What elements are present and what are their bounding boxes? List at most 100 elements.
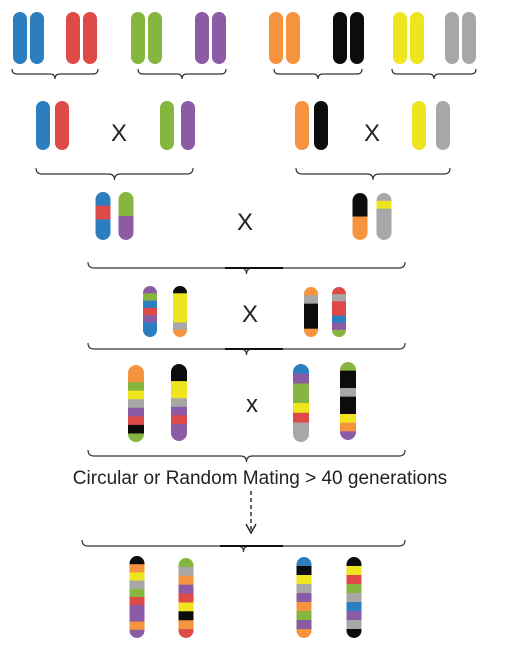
chromosome-band (143, 293, 157, 302)
chromosome-band (332, 329, 346, 337)
chromosome-band (304, 328, 318, 337)
chromosome-band (173, 307, 187, 316)
chromosome-band (173, 286, 187, 294)
chromosome-band (178, 584, 194, 595)
chromosome-band (346, 584, 362, 594)
chromosome-band (304, 287, 318, 296)
chromosome-band (376, 200, 392, 210)
curly-bracket (81, 539, 406, 553)
chromosome-band (332, 287, 346, 295)
chromosome-band (332, 322, 346, 331)
chromosome (286, 12, 300, 64)
chromosome-band (332, 308, 346, 317)
chromosome (178, 558, 194, 638)
chromosome (410, 12, 424, 64)
chromosome-band (118, 224, 134, 233)
chromosome (295, 101, 309, 150)
chromosome-band (269, 12, 283, 64)
chromosome-band (128, 416, 144, 426)
chromosome (393, 12, 407, 64)
chromosome (304, 287, 318, 337)
chromosome-band (171, 398, 187, 408)
chromosome-band (118, 208, 134, 217)
chromosome (352, 193, 368, 240)
chromosome-band (346, 566, 362, 576)
chromosome-band (129, 613, 145, 623)
chromosome-band (352, 193, 368, 202)
chromosome-band (143, 315, 157, 324)
chromosome-band (173, 322, 187, 331)
chromosome-band (340, 422, 356, 432)
chromosome-band (212, 12, 226, 64)
cross-symbol-3: X (237, 209, 253, 236)
chromosome-band (171, 389, 187, 399)
chromosome-band (296, 584, 312, 594)
chromosome-band (352, 224, 368, 233)
chromosome-band (346, 629, 362, 638)
chromosome-band (129, 629, 145, 638)
cross-symbol-2: X (364, 120, 380, 147)
chromosome-band (340, 396, 356, 406)
downward-arrow (245, 491, 257, 535)
chromosome-band (340, 405, 356, 415)
chromosome-band (293, 364, 309, 375)
chromosome (436, 101, 450, 150)
chromosome-band (293, 393, 309, 404)
chromosome (131, 12, 145, 64)
chromosome-band (376, 193, 392, 202)
curly-bracket (87, 449, 406, 463)
chromosome-band (178, 575, 194, 586)
chromosome-band (293, 403, 309, 414)
chromosome (30, 12, 44, 64)
chromosome-band (128, 433, 144, 442)
chromosome-band (83, 12, 97, 64)
chromosome-band (143, 307, 157, 316)
chromosome-band (95, 219, 111, 227)
chromosome-band (332, 301, 346, 310)
chromosome (412, 101, 426, 150)
chromosome (128, 365, 144, 442)
chromosome-band (36, 101, 50, 150)
chromosome-band (171, 415, 187, 425)
chromosome-band (376, 224, 392, 233)
chromosome (181, 101, 195, 150)
chromosome-band (178, 611, 194, 621)
chromosomes-layer (13, 12, 476, 638)
curly-bracket (273, 68, 363, 80)
chromosome-band (393, 12, 407, 64)
chromosome-band (178, 620, 194, 630)
chromosome-band (296, 566, 312, 576)
chromosome-band (340, 379, 356, 389)
chromosome-band (412, 101, 426, 150)
chromosome-band (129, 621, 145, 631)
chromosome (160, 101, 174, 150)
chromosome-band (160, 101, 174, 150)
chromosome-band (129, 564, 145, 573)
chromosome-band (181, 101, 195, 150)
chromosome-band (171, 423, 187, 434)
chromosome (173, 286, 187, 337)
chromosome-band (148, 12, 162, 64)
chromosome-band (376, 208, 392, 218)
chromosome-band (143, 322, 157, 331)
curly-bracket (11, 68, 99, 80)
chromosome-band (178, 558, 194, 568)
chromosome-band (129, 580, 145, 590)
chromosome-band (352, 216, 368, 225)
chromosome (195, 12, 209, 64)
chromosome (13, 12, 27, 64)
chromosome-band (304, 320, 318, 330)
chromosome (314, 101, 328, 150)
curly-bracket (391, 68, 477, 80)
chromosome-band (296, 593, 312, 603)
chromosome-band (128, 407, 144, 417)
chromosome-band (346, 611, 362, 621)
chromosome-band (293, 383, 309, 394)
chromosome-band (293, 422, 309, 433)
chromosome-band (346, 557, 362, 567)
chromosome (296, 557, 312, 638)
chromosome-band (143, 300, 157, 309)
chromosome-band (118, 200, 134, 209)
chromosome-band (410, 12, 424, 64)
chromosome-band (462, 12, 476, 64)
